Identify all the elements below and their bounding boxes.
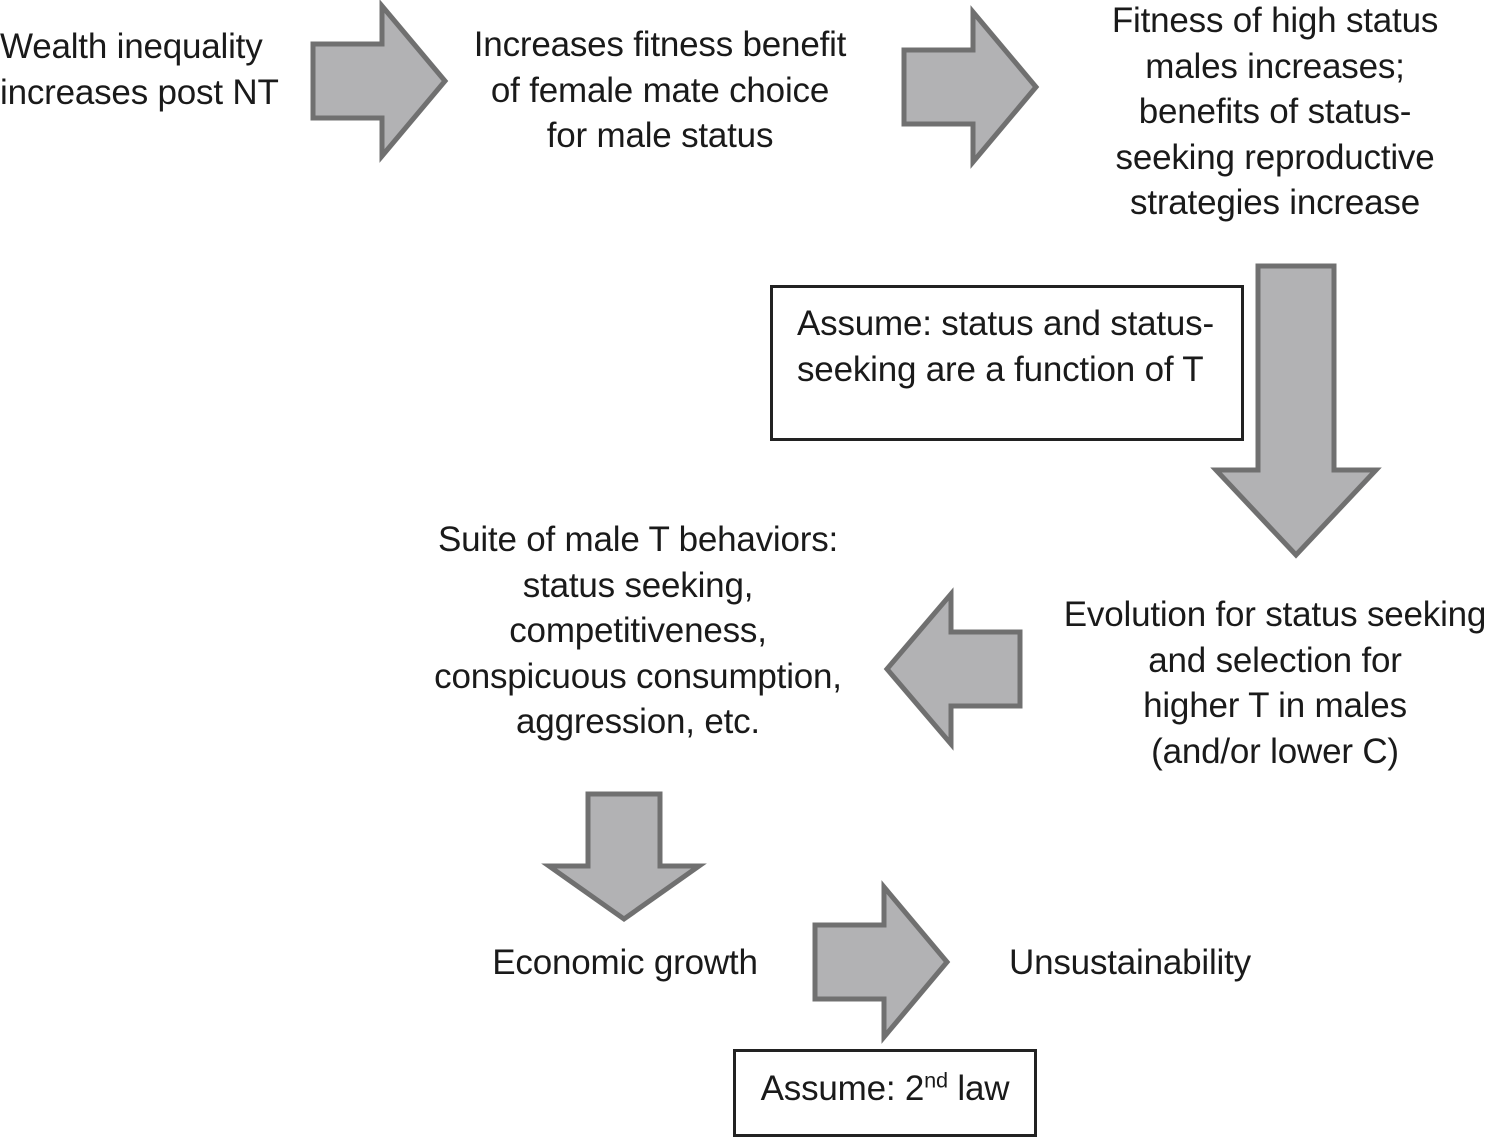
node-evolution-status: Evolution for status seeking and selecti… <box>1063 595 1487 771</box>
node-male-t-behaviors: Suite of male T behaviors: status seekin… <box>434 520 842 741</box>
second-law-suffix: law <box>947 1069 1010 1108</box>
arrow-growth-to-unsustainability <box>812 880 951 1044</box>
arrow-behaviors-to-growth <box>541 791 707 923</box>
second-law-ordinal-suffix: nd <box>924 1067 948 1093</box>
arrow-wealth-to-fitness <box>310 0 449 163</box>
assumption-box-second-law: Assume: 2nd law <box>733 1049 1037 1137</box>
node-wealth-inequality: Wealth inequality increases post NT <box>0 27 279 112</box>
arrow-fitness-to-high-status <box>901 5 1040 169</box>
arrow-evolution-to-behaviors <box>883 587 1023 751</box>
node-high-status-fitness: Fitness of high status males increases; … <box>1111 1 1439 222</box>
arrow-high-status-to-evolution <box>1210 263 1382 559</box>
node-economic-growth: Economic growth <box>492 943 758 982</box>
node-fitness-benefit: Increases fitness benefit of female mate… <box>473 25 847 155</box>
assumption-box-status-label: Assume: status and status- seeking are a… <box>797 304 1214 389</box>
second-law-prefix: Assume: 2 <box>760 1069 925 1108</box>
assumption-box-second-law-label: Assume: 2nd law <box>736 1066 1034 1112</box>
node-unsustainability: Unsustainability <box>1009 943 1251 982</box>
assumption-box-status-function-of-t: Assume: status and status- seeking are a… <box>770 285 1244 441</box>
